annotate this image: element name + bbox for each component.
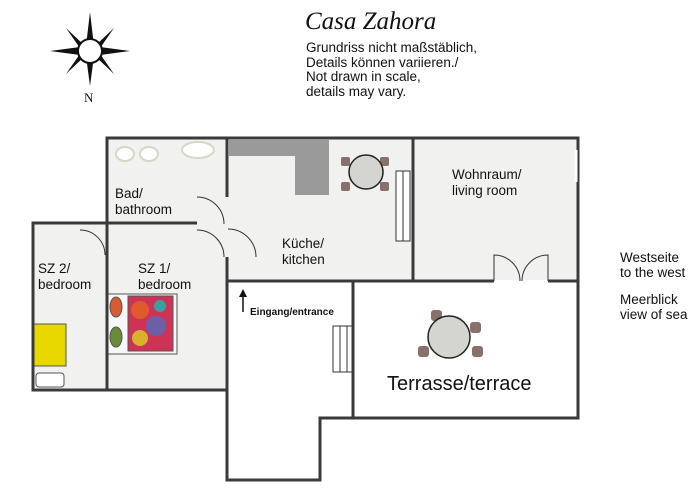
- room-label-kitchen: Küche/ kitchen: [282, 236, 325, 267]
- terrace-table-icon: [427, 315, 471, 359]
- pillow-icon: [35, 372, 65, 388]
- walls: [31, 136, 580, 482]
- dining-table-icon: [348, 154, 384, 190]
- chair-icon: [341, 157, 350, 166]
- entrance-steps: [332, 325, 354, 373]
- note-line: Grundriss nicht maßstäblich,: [306, 40, 478, 55]
- room-label-sz1: SZ 1/ bedroom: [138, 261, 192, 292]
- chair-icon: [380, 157, 389, 166]
- room-label-sz2: SZ 2/ bedroom: [38, 261, 92, 292]
- kitchen-counter: [229, 140, 295, 156]
- door-icon: [79, 229, 106, 256]
- door-icon: [196, 229, 225, 258]
- door-icon: [521, 254, 549, 282]
- door-icon: [196, 196, 225, 225]
- toilet-icon: [115, 146, 135, 162]
- chair-icon: [341, 182, 350, 191]
- note-line: Not drawn in scale,: [306, 69, 421, 84]
- room-label-living: Wohnraum/ living room: [452, 167, 522, 198]
- kitchen-counter-island: [295, 140, 329, 195]
- bidet-icon: [139, 146, 159, 162]
- door-icon: [227, 228, 257, 258]
- side-notes-west: Westseite to the west: [620, 250, 686, 280]
- chair-icon: [380, 182, 389, 191]
- north-label: N: [84, 90, 94, 105]
- chair-icon: [472, 346, 483, 357]
- compass-icon: [50, 12, 130, 86]
- note-line: Details können variieren./: [306, 54, 459, 70]
- chair-icon: [418, 346, 429, 357]
- sink-icon: [181, 141, 215, 159]
- side-notes-sea: Meerblick view of sea: [620, 292, 688, 322]
- page-title: Casa Zahora: [305, 8, 437, 35]
- room-label-bathroom: Bad/ bathroom: [115, 186, 173, 217]
- chair-icon: [470, 322, 481, 333]
- bed-icon: [32, 323, 67, 367]
- note-line: details may vary.: [306, 83, 407, 99]
- entrance-label: Eingang/entrance: [250, 307, 334, 318]
- door-icon: [493, 254, 521, 282]
- living-floor: [413, 138, 578, 280]
- notes: Grundriss nicht maßstäblich, Details kön…: [306, 40, 478, 99]
- terrace-label: Terrasse/terrace: [387, 373, 532, 395]
